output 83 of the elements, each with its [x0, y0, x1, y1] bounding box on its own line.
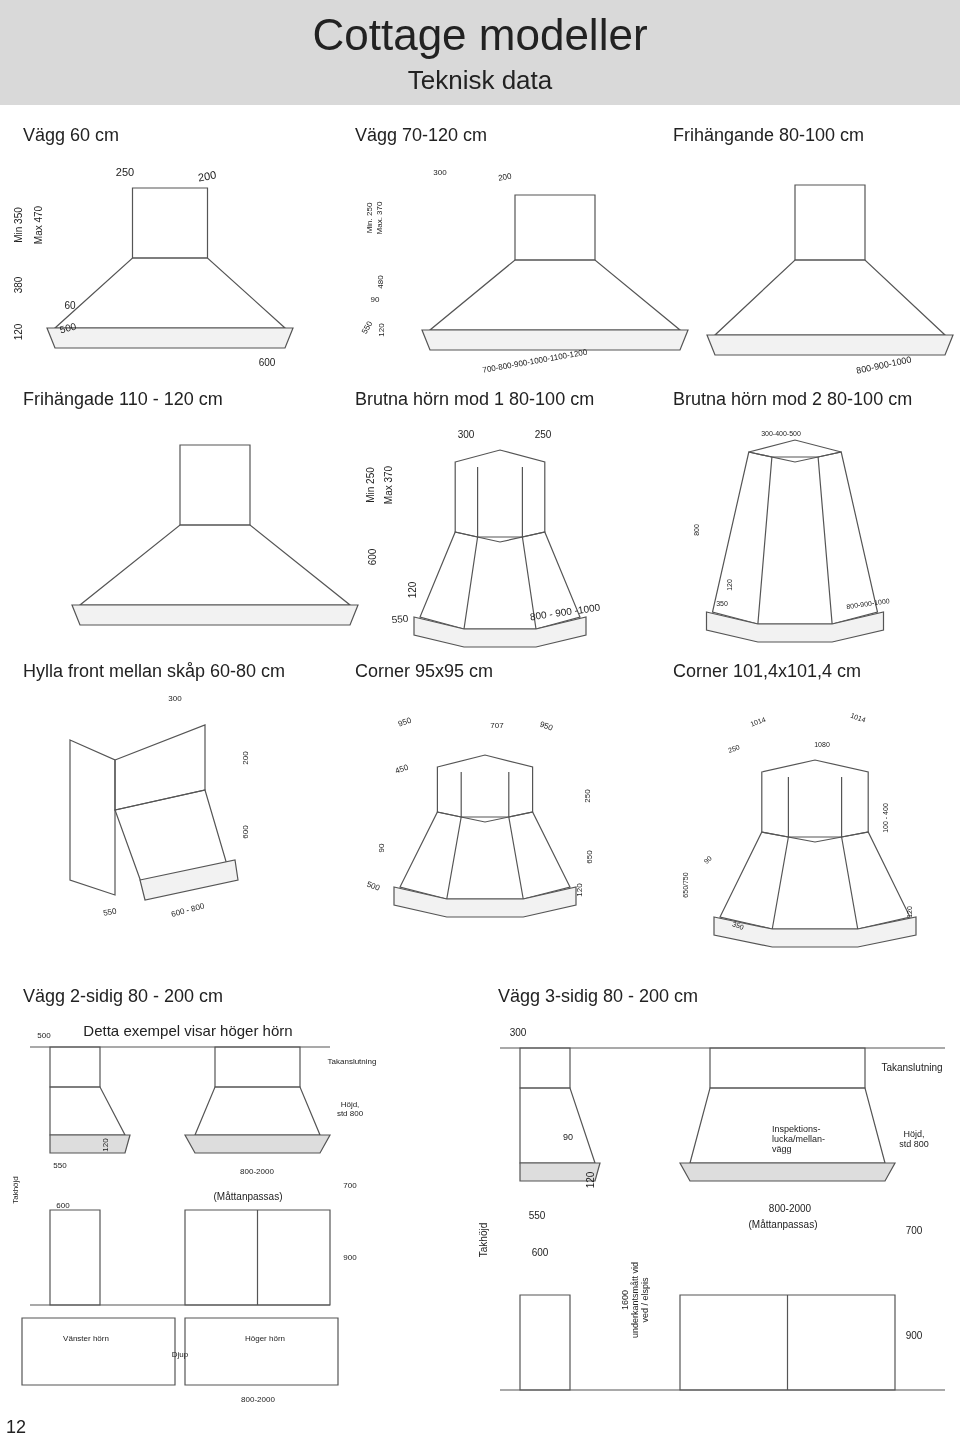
- note-text: Höjd, std 800: [335, 1101, 365, 1119]
- dimension-label: 700: [343, 1181, 357, 1191]
- dimension-label: 200: [196, 168, 218, 184]
- dimension-label: 300: [433, 168, 447, 178]
- dimension-label: 600: [56, 1201, 70, 1211]
- note-text: (Måttanpassas): [748, 1218, 818, 1230]
- dimension-label: 200: [241, 751, 251, 765]
- dimension-label: 450: [394, 763, 410, 777]
- note-text: 1600 underkantsmått vid ved / elspis: [621, 1261, 651, 1340]
- dimension-label: 250: [534, 428, 552, 440]
- panel-title: Hylla front mellan skåp 60-80 cm: [23, 662, 286, 682]
- page-number: 12: [6, 1418, 26, 1438]
- panel-title: Vägg 60 cm: [23, 126, 120, 146]
- dimension-label: Max 470: [32, 205, 44, 245]
- dimension-label: 120: [12, 323, 24, 341]
- dimension-label: 120: [406, 581, 418, 599]
- dimension-label: 600: [366, 548, 378, 566]
- dimension-label: 300: [509, 1026, 527, 1038]
- dimension-label: 550: [391, 612, 409, 626]
- panel-title: Vägg 3-sidig 80 - 200 cm: [498, 987, 699, 1007]
- dimension-label: 90: [370, 295, 380, 305]
- note-text: Takhöjd: [477, 1222, 489, 1258]
- dimension-label: 800-2000: [241, 1395, 275, 1405]
- dimension-label: 500: [37, 1031, 51, 1041]
- dimension-label: 600: [531, 1246, 549, 1258]
- dimension-label: 250: [115, 165, 135, 179]
- panel-title: Corner 101,4x101,4 cm: [673, 662, 862, 682]
- dimension-label: 480: [376, 275, 386, 289]
- dimension-label: Min 250: [364, 467, 376, 503]
- dimension-label: 950: [538, 720, 554, 734]
- dimension-label: 550: [528, 1209, 546, 1221]
- subtitle: Teknisk data: [407, 65, 553, 95]
- dimension-label: 600 - 800: [170, 902, 206, 920]
- dimension-label: 380: [12, 276, 24, 294]
- dimension-label: 90: [377, 843, 387, 853]
- page-title: Cottage modeller: [312, 10, 648, 60]
- panel-title: Vägg 2-sidig 80 - 200 cm: [23, 987, 224, 1007]
- note-text: Djup: [171, 1350, 189, 1360]
- dimension-label: 550: [360, 320, 376, 336]
- dimension-label: Min 350: [12, 207, 24, 243]
- dimension-label: 120: [101, 1138, 111, 1152]
- panel-title: Frihängande 80-100 cm: [673, 126, 865, 146]
- note-text: (Måttanpassas): [213, 1190, 283, 1202]
- dimension-label: 250: [583, 789, 593, 803]
- dimension-label: Max. 370: [375, 201, 385, 235]
- note-text: Inspektions- lucka/mellan- vägg: [772, 1125, 827, 1155]
- note-text: Detta exempel visar höger hörn: [83, 1022, 293, 1040]
- dimension-label: 300: [168, 694, 182, 704]
- note-text: Höjd, std 800: [898, 1130, 930, 1150]
- note-text: Takanslutning: [327, 1057, 377, 1067]
- dimension-label: 650: [585, 850, 595, 864]
- dimension-label: 550: [102, 907, 118, 919]
- dimension-label: Max 370: [382, 465, 394, 505]
- dimension-label: 950: [397, 716, 413, 730]
- dimension-label: 120: [584, 1171, 596, 1189]
- dimension-label: 707: [490, 721, 504, 731]
- dimension-label: 800-2000: [768, 1202, 812, 1214]
- dimension-label: Min. 250: [365, 202, 375, 234]
- dimension-label: 600: [258, 356, 276, 368]
- note-text: Takhöjd: [11, 1176, 21, 1204]
- dimension-label: 600: [241, 825, 251, 839]
- dimension-label: 800 - 900 -1000: [529, 601, 601, 623]
- dimension-label: 300: [457, 428, 475, 440]
- note-text: Takanslutning: [881, 1061, 943, 1073]
- panel-title: Brutna hörn mod 1 80-100 cm: [355, 390, 595, 410]
- panel-title: Corner 95x95 cm: [355, 662, 494, 682]
- panel-title: Frihängade 110 - 120 cm: [23, 390, 223, 410]
- dimension-label: 800-2000: [240, 1167, 274, 1177]
- panel-title: Brutna hörn mod 2 80-100 cm: [673, 390, 913, 410]
- dimension-label: 900: [905, 1329, 923, 1341]
- dimension-label: 900: [343, 1253, 357, 1263]
- dimension-label: 120: [377, 323, 387, 337]
- dimension-label: 500: [365, 880, 381, 894]
- dimension-label: 90: [563, 1133, 573, 1143]
- dimension-label: 200: [497, 172, 513, 184]
- note-text: Höger hörn: [245, 1334, 285, 1344]
- dimension-label: 120: [575, 883, 585, 897]
- dimension-label: 60: [64, 299, 76, 311]
- panel-title: Vägg 70-120 cm: [355, 126, 488, 146]
- dimension-label: 500: [58, 320, 78, 336]
- dimension-label: 700: [905, 1224, 923, 1236]
- note-text: Vänster hörn: [63, 1334, 109, 1344]
- dimension-label: 550: [53, 1161, 67, 1171]
